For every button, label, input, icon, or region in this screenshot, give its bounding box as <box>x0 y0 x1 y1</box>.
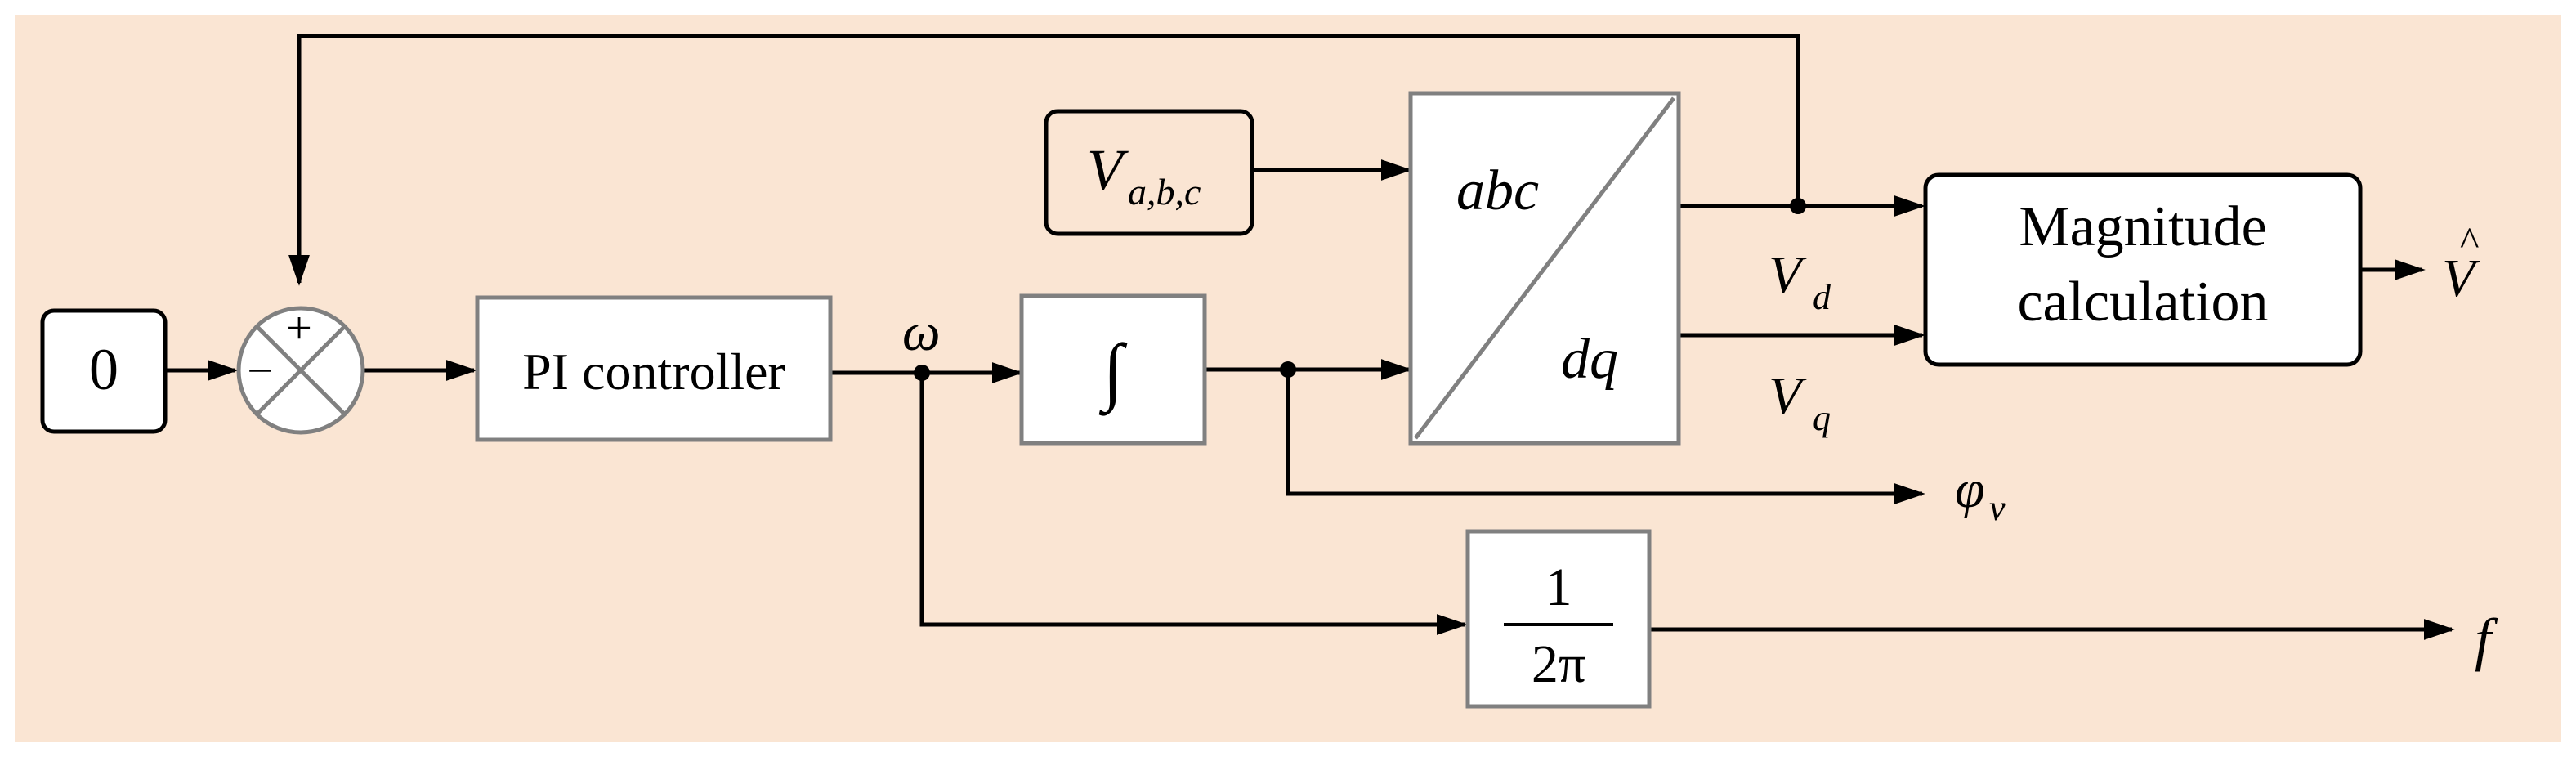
phi-v-label: φ v <box>1955 459 2006 528</box>
junction-dot-theta <box>1280 361 1296 378</box>
vabc-label-sub: a,b,c <box>1128 171 1201 213</box>
svg-text:V: V <box>2442 249 2480 308</box>
summing-junction-icon: + − <box>236 303 365 435</box>
vabc-input-block: V a,b,c <box>1044 109 1254 236</box>
magnitude-calculation-block: Magnitude calculation <box>1923 172 2363 367</box>
pi-controller-label: PI controller <box>522 343 785 401</box>
pi-controller-block: PI controller <box>475 295 833 442</box>
svg-text:q: q <box>1813 398 1831 438</box>
sum-minus-sign: − <box>247 346 273 396</box>
magnitude-label-line2: calculation <box>2017 271 2268 334</box>
abc-dq-transform-block: abc dq <box>1408 91 1681 446</box>
integrator-block: ∫ <box>1019 293 1207 446</box>
connections <box>167 34 2455 640</box>
svg-text:V: V <box>1769 366 1807 426</box>
integral-symbol-icon: ∫ <box>1098 329 1127 416</box>
svg-text:^: ^ <box>2460 218 2479 264</box>
vd-label: V d <box>1769 245 1831 317</box>
sum-plus-sign: + <box>286 303 312 354</box>
svg-text:V: V <box>1769 245 1807 305</box>
vabc-label-base: V <box>1087 137 1129 203</box>
constant-zero-block: 0 <box>40 308 168 434</box>
transform-abc-label: abc <box>1456 159 1539 222</box>
svg-text:v: v <box>1989 488 2006 528</box>
svg-text:d: d <box>1813 277 1831 317</box>
vq-label: V q <box>1769 366 1831 438</box>
svg-text:φ: φ <box>1955 459 1985 519</box>
gain-denominator: 2π <box>1532 634 1585 694</box>
wire-vd-feedback <box>288 34 1800 286</box>
junction-dot-omega <box>914 365 930 381</box>
v-hat-label: V ^ <box>2442 218 2480 308</box>
wire-omega-to-gain <box>919 373 1468 635</box>
transform-dq-label: dq <box>1561 328 1618 391</box>
omega-label: ω <box>902 302 941 362</box>
junction-dot-vd <box>1790 198 1806 214</box>
constant-zero-label: 0 <box>89 337 119 402</box>
magnitude-label-line1: Magnitude <box>2019 195 2266 258</box>
gain-numerator: 1 <box>1545 558 1572 617</box>
gain-one-over-two-pi-block: 1 2π <box>1465 529 1652 709</box>
wire-theta-to-phi <box>1286 370 1925 504</box>
